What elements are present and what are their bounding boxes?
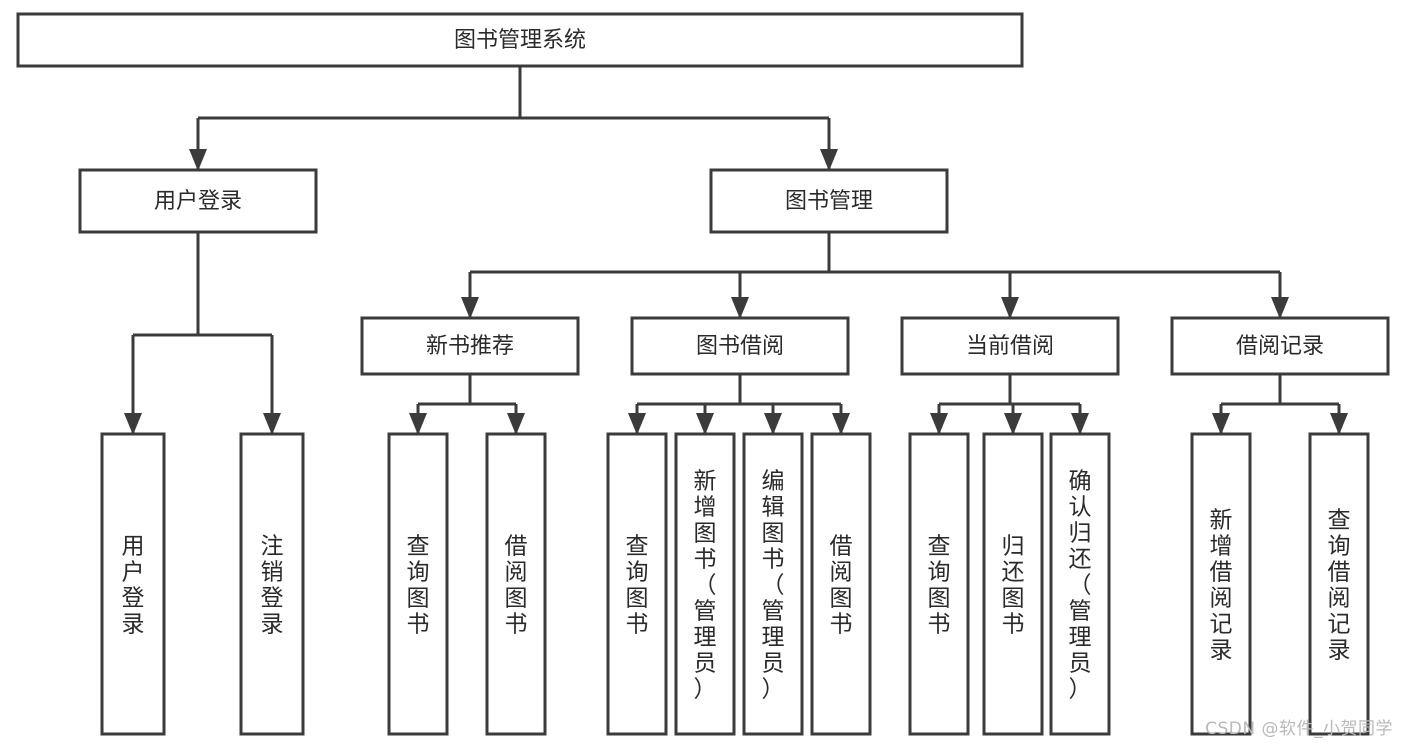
node-label-book-management: 图书管理 <box>785 189 873 214</box>
arrow-head-icon <box>696 413 714 435</box>
node-current-borrow[interactable]: 当前借阅 <box>900 316 1120 376</box>
node-box-user-logout-leaf[interactable] <box>239 432 305 736</box>
arrow-head-icon <box>628 413 646 435</box>
node-box-query-book-2[interactable] <box>606 432 668 736</box>
node-label-root: 图书管理系统 <box>454 28 586 53</box>
arrow-head-icon <box>1212 413 1230 435</box>
arrow-head-icon <box>124 413 142 435</box>
node-label-user-login-leaf: 用户登录 <box>122 533 145 637</box>
node-label-query-borrow-record: 查询借阅记录 <box>1328 507 1351 663</box>
node-add-book[interactable]: 新增图书（管理员） <box>674 432 736 736</box>
node-edit-book[interactable]: 编辑图书（管理员） <box>742 432 804 736</box>
arrow-head-icon <box>1330 413 1348 435</box>
node-box-edit-book[interactable] <box>742 432 804 736</box>
node-box-confirm-return[interactable] <box>1049 432 1111 736</box>
node-label-borrow-book-1: 借阅图书 <box>505 533 528 637</box>
node-return-book[interactable]: 归还图书 <box>982 432 1044 736</box>
node-box-new-book-recommend[interactable] <box>360 316 580 376</box>
node-label-user-login: 用户登录 <box>154 189 242 214</box>
node-label-borrow-records: 借阅记录 <box>1236 334 1324 359</box>
node-add-borrow-record[interactable]: 新增借阅记录 <box>1190 432 1252 736</box>
arrow-head-icon <box>263 413 281 435</box>
node-query-book-2[interactable]: 查询图书 <box>606 432 668 736</box>
node-label-query-book-2: 查询图书 <box>626 533 649 637</box>
node-query-borrow-record[interactable]: 查询借阅记录 <box>1308 432 1370 736</box>
node-borrow-book-2[interactable]: 借阅图书 <box>810 432 872 736</box>
node-box-query-book-1[interactable] <box>387 432 449 736</box>
node-label-query-book-1: 查询图书 <box>407 533 430 637</box>
node-confirm-return[interactable]: 确认归还（管理员） <box>1049 432 1111 736</box>
node-box-book-borrow[interactable] <box>630 316 850 376</box>
node-root[interactable]: 图书管理系统 <box>16 12 1024 68</box>
arrow-head-icon <box>1071 413 1089 435</box>
node-box-add-borrow-record[interactable] <box>1190 432 1252 736</box>
connectors-layer <box>124 66 1348 435</box>
node-box-add-book[interactable] <box>674 432 736 736</box>
arrow-head-icon <box>820 149 838 171</box>
node-label-add-book: 新增图书（管理员） <box>694 468 717 702</box>
node-box-borrow-book-2[interactable] <box>810 432 872 736</box>
node-label-query-book-3: 查询图书 <box>928 533 951 637</box>
node-book-management[interactable]: 图书管理 <box>709 168 949 234</box>
arrow-head-icon <box>1001 297 1019 319</box>
watermark-label: CSDN @软件_小贺同学 <box>1205 719 1393 739</box>
arrow-head-icon <box>461 297 479 319</box>
nodes-layer: 图书管理系统用户登录图书管理用户登录注销登录新书推荐查询图书借阅图书图书借阅查询… <box>16 12 1390 736</box>
arrow-head-icon <box>507 413 525 435</box>
node-borrow-records[interactable]: 借阅记录 <box>1170 316 1390 376</box>
node-box-return-book[interactable] <box>982 432 1044 736</box>
node-label-confirm-return: 确认归还（管理员） <box>1069 468 1092 702</box>
node-box-root[interactable] <box>16 12 1024 68</box>
node-user-login-leaf[interactable]: 用户登录 <box>100 432 166 736</box>
node-label-borrow-book-2: 借阅图书 <box>830 533 853 637</box>
node-label-current-borrow: 当前借阅 <box>966 334 1054 359</box>
node-box-book-management[interactable] <box>709 168 949 234</box>
arrow-head-icon <box>1004 413 1022 435</box>
node-box-user-login[interactable] <box>78 168 318 234</box>
node-box-current-borrow[interactable] <box>900 316 1120 376</box>
node-new-book-recommend[interactable]: 新书推荐 <box>360 316 580 376</box>
node-label-edit-book: 编辑图书（管理员） <box>762 468 785 702</box>
node-label-new-book-recommend: 新书推荐 <box>426 334 514 359</box>
node-query-book-1[interactable]: 查询图书 <box>387 432 449 736</box>
node-box-borrow-book-1[interactable] <box>485 432 547 736</box>
arrow-head-icon <box>409 413 427 435</box>
node-user-login[interactable]: 用户登录 <box>78 168 318 234</box>
node-label-add-borrow-record: 新增借阅记录 <box>1210 507 1233 663</box>
arrow-head-icon <box>1271 297 1289 319</box>
node-label-book-borrow: 图书借阅 <box>696 334 784 359</box>
node-query-book-3[interactable]: 查询图书 <box>908 432 970 736</box>
node-box-user-login-leaf[interactable] <box>100 432 166 736</box>
arrow-head-icon <box>731 297 749 319</box>
arrow-head-icon <box>764 413 782 435</box>
node-box-query-book-3[interactable] <box>908 432 970 736</box>
node-label-return-book: 归还图书 <box>1002 533 1025 637</box>
arrow-head-icon <box>930 413 948 435</box>
node-box-query-borrow-record[interactable] <box>1308 432 1370 736</box>
node-label-user-logout-leaf: 注销登录 <box>261 533 284 637</box>
node-user-logout-leaf[interactable]: 注销登录 <box>239 432 305 736</box>
arrow-head-icon <box>832 413 850 435</box>
arrow-head-icon <box>189 149 207 171</box>
node-book-borrow[interactable]: 图书借阅 <box>630 316 850 376</box>
node-box-borrow-records[interactable] <box>1170 316 1390 376</box>
node-borrow-book-1[interactable]: 借阅图书 <box>485 432 547 736</box>
